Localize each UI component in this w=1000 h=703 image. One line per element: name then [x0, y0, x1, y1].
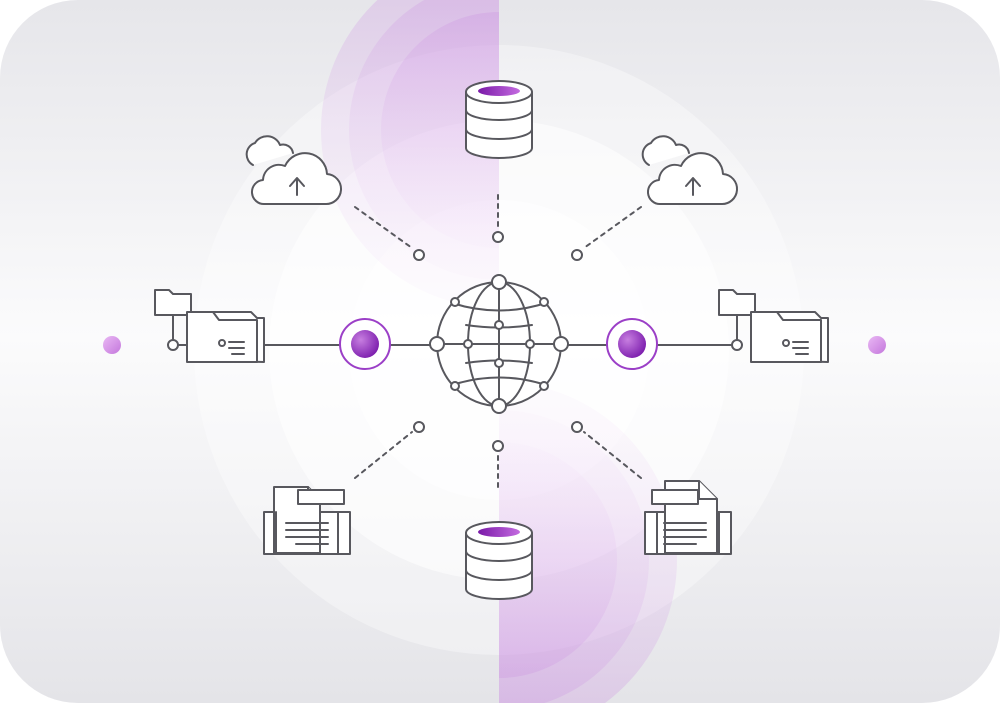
cloud-upload-icon: [641, 135, 739, 206]
accent-dot-right: [868, 336, 886, 354]
accent-dot-left: [103, 336, 121, 354]
hub-node-icon: [606, 318, 658, 370]
database-icon: [465, 521, 533, 600]
dotted-connectors: [354, 194, 642, 491]
purple-glow-bottom: [499, 382, 677, 703]
hub-node-icon: [339, 318, 391, 370]
folder-stack-icon: [718, 289, 829, 363]
database-icon: [465, 80, 533, 159]
printer-icon: [263, 486, 351, 555]
folder-stack-icon: [154, 289, 265, 363]
globe-icon: [429, 274, 569, 414]
printer-icon: [644, 480, 732, 555]
purple-glow-top: [321, 0, 499, 308]
cloud-upload-icon: [245, 135, 343, 206]
connector-endpoints: [413, 231, 583, 452]
